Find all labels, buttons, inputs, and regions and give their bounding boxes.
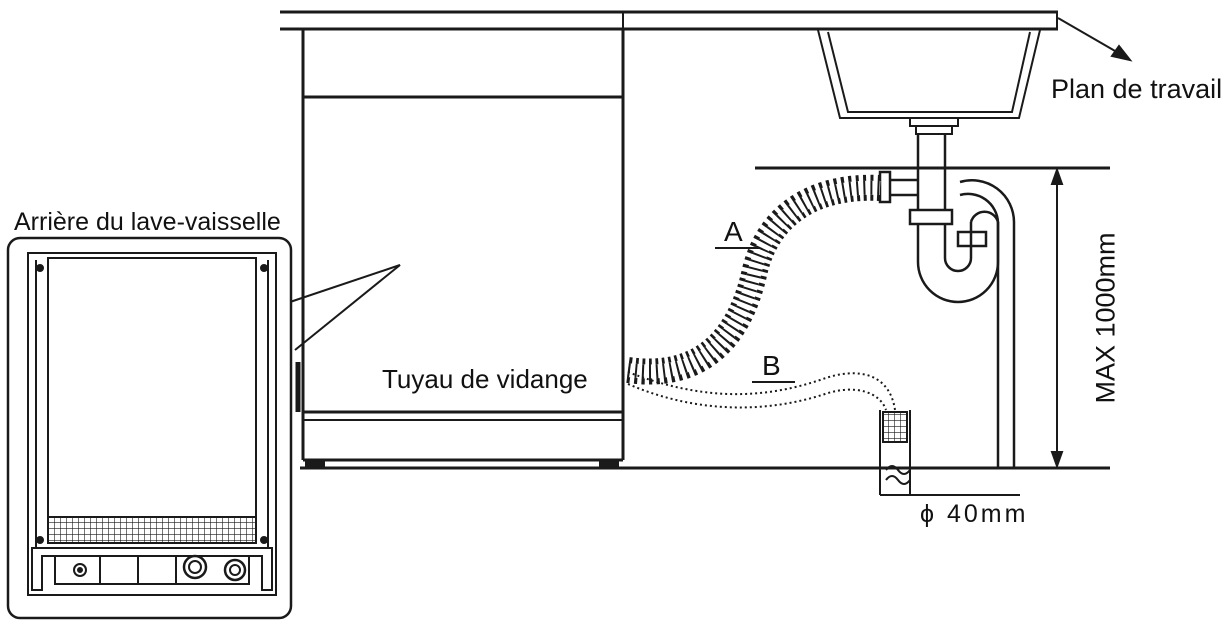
worktop-label: Plan de travail [1051, 74, 1223, 104]
standpipe [879, 410, 1020, 496]
drain-hose-a [626, 174, 881, 385]
rear-view-panel [6, 236, 293, 620]
dishwasher-body [295, 29, 625, 468]
rear-grille [47, 516, 257, 544]
max-height-dimension [1050, 167, 1064, 469]
worktop-arrow-icon [1057, 17, 1133, 62]
option-a-label: A [724, 216, 743, 247]
rear-view-label: Arrière du lave-vaisselle [14, 208, 281, 236]
drain-hose-label: Tuyau de vidange [382, 364, 588, 394]
sink-trap [878, 134, 1016, 468]
sink-basin [817, 29, 1041, 135]
max-height-label: MAX 1000mm [1090, 232, 1121, 404]
option-b-label: B [762, 350, 781, 381]
pipe-diameter-label: ϕ 40mm [920, 500, 1029, 528]
callout-pointer [289, 264, 401, 351]
worktop [280, 10, 1058, 31]
